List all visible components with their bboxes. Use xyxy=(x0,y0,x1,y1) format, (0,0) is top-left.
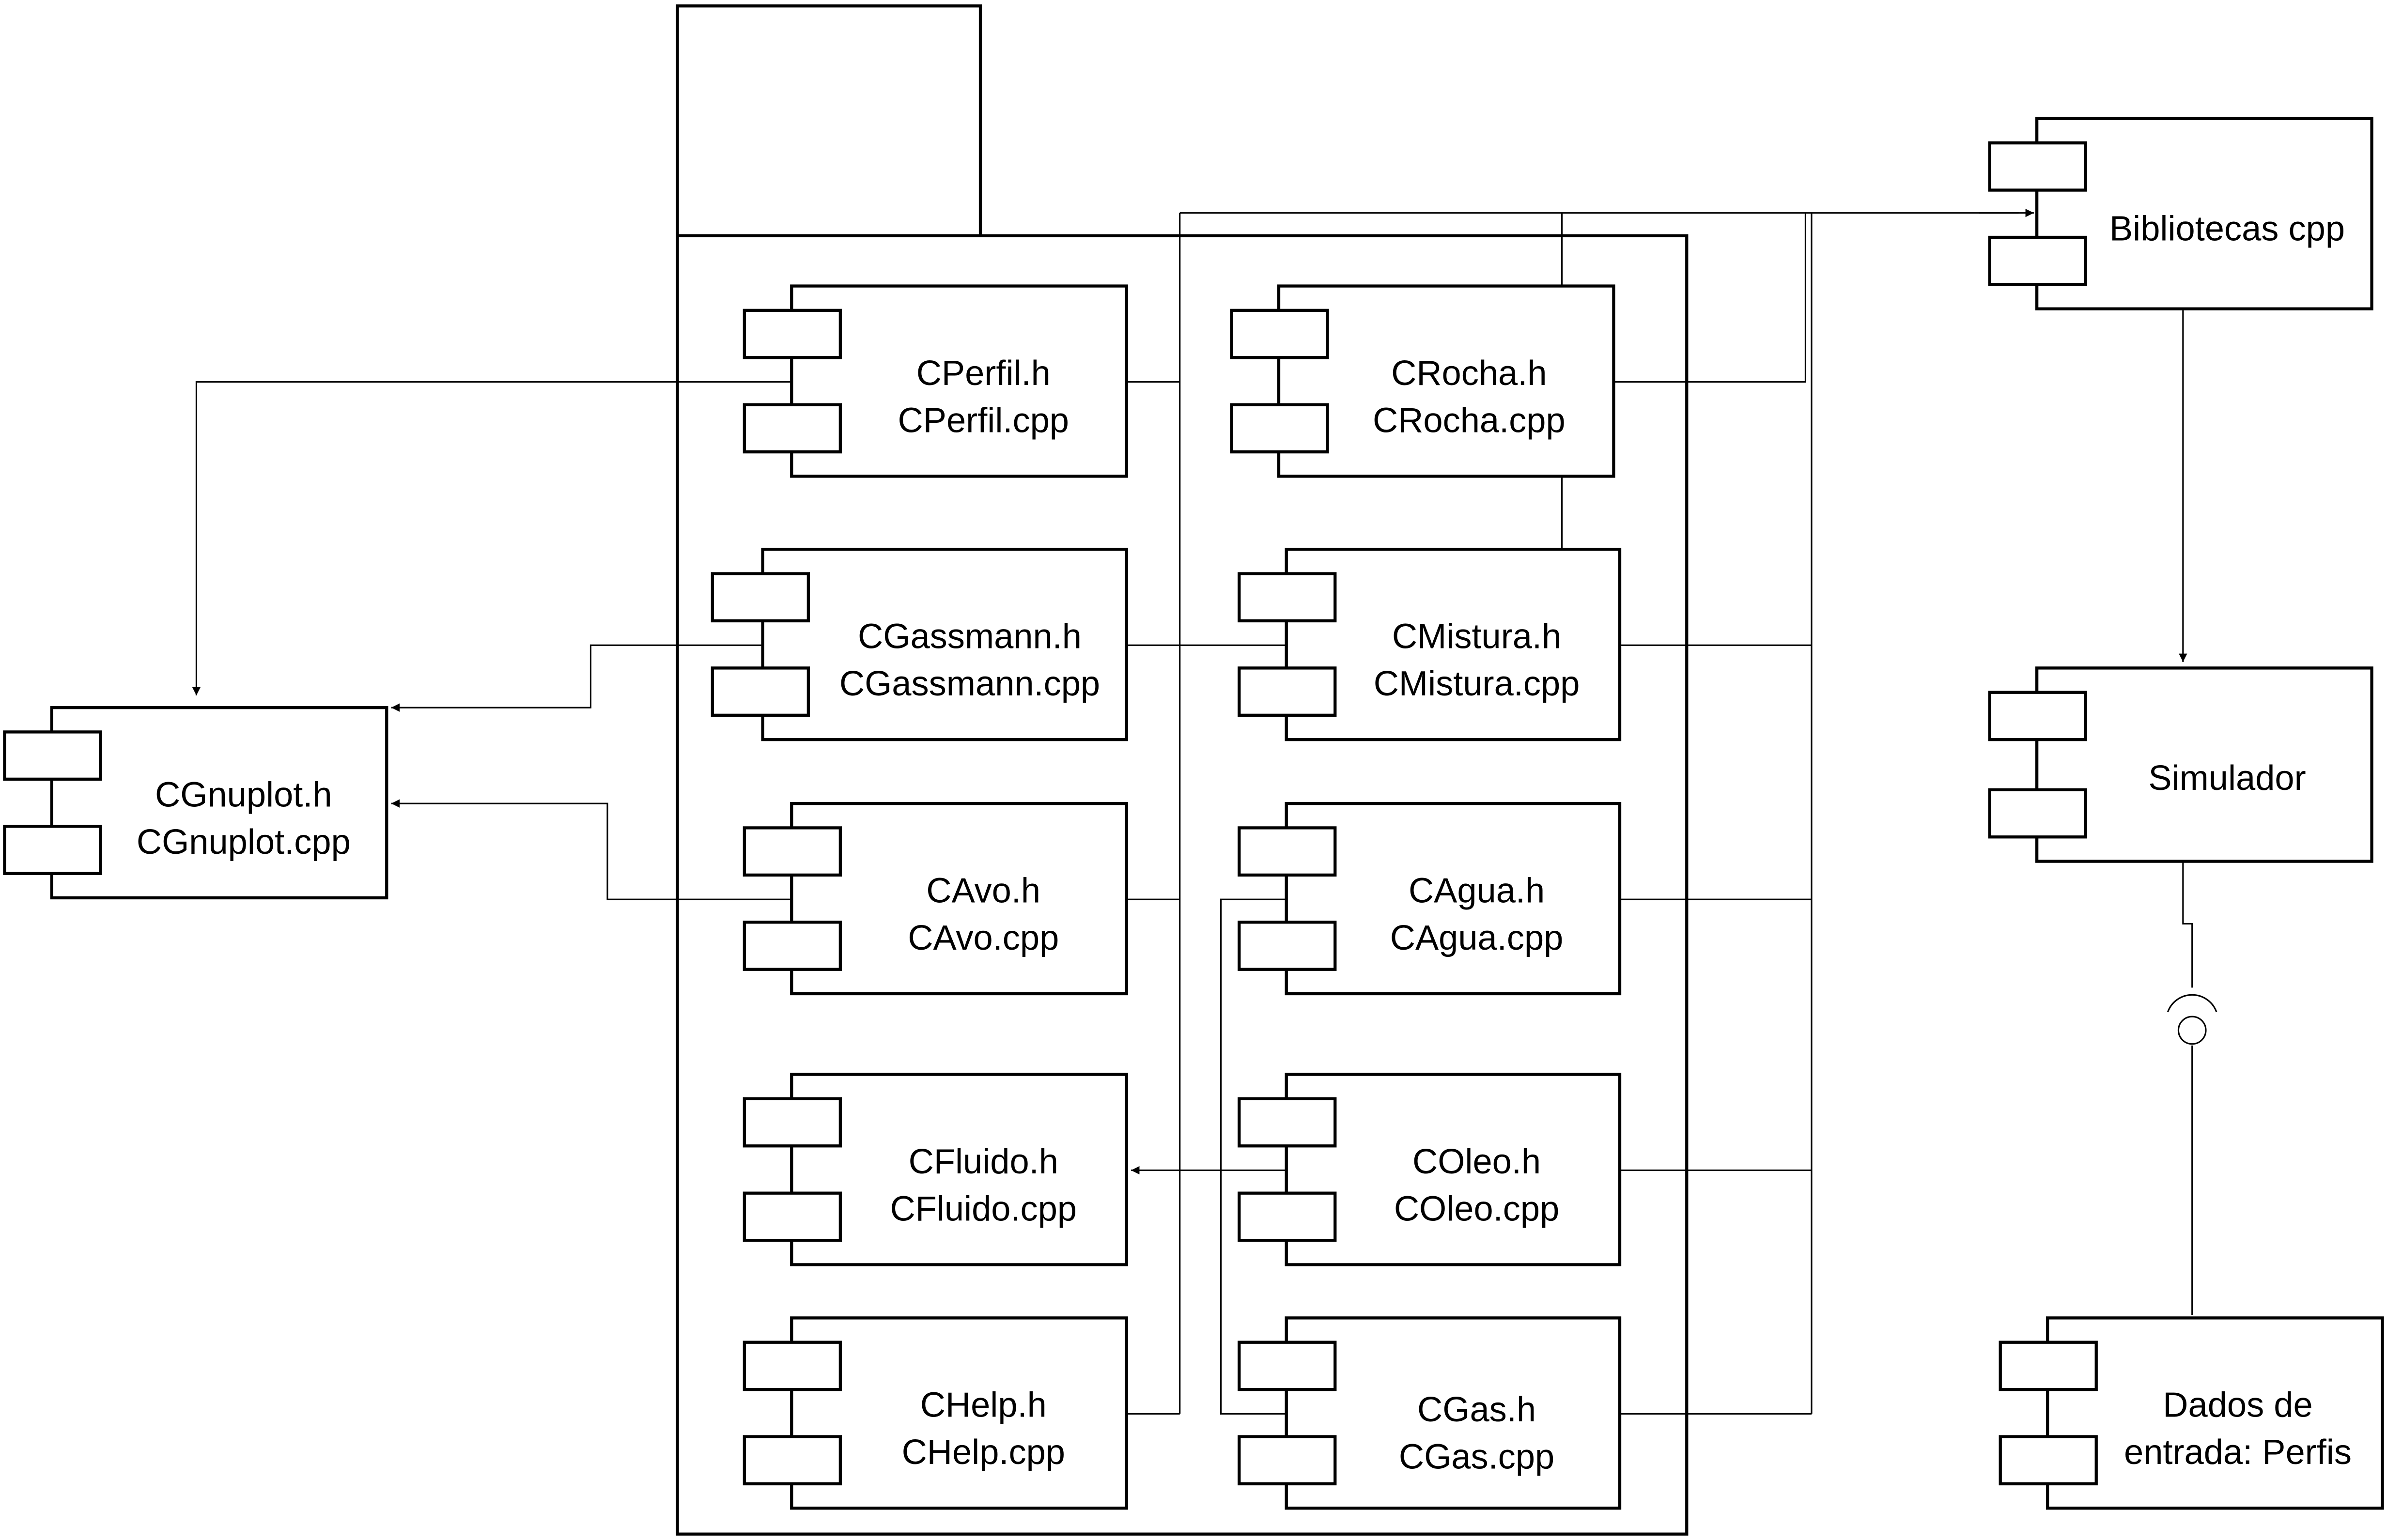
component-label: COleo.h xyxy=(1412,1142,1541,1181)
component-port-icon xyxy=(743,1340,842,1391)
component-port-icon xyxy=(711,666,810,717)
component-box xyxy=(2035,117,2373,310)
component-label: CAgua.cpp xyxy=(1390,919,1564,957)
component-label: CGassmann.cpp xyxy=(839,664,1100,703)
component-port-icon xyxy=(1238,1097,1337,1148)
component-label: CAvo.h xyxy=(926,871,1040,910)
component-port-icon xyxy=(711,572,810,623)
component-port-icon xyxy=(743,1435,842,1486)
simulador-interface-line xyxy=(2182,861,2193,988)
cperfil-to-cgnuplot xyxy=(192,381,792,695)
component-label: CGassmann.h xyxy=(858,617,1082,656)
package-tab xyxy=(676,4,982,238)
component-box xyxy=(790,1073,1128,1266)
component-label: CMistura.h xyxy=(1392,617,1561,656)
component-port-icon xyxy=(1238,921,1337,971)
component-bibliotecas[interactable]: Bibliotecas cpp xyxy=(1988,117,2373,310)
component-label: CGas.h xyxy=(1417,1390,1536,1429)
cavo-to-cgnuplot xyxy=(391,799,792,900)
component-box xyxy=(790,284,1128,478)
component-port-icon xyxy=(1238,826,1337,877)
component-box xyxy=(50,706,388,900)
component-label: CFluido.cpp xyxy=(890,1189,1077,1228)
component-port-icon xyxy=(3,730,102,781)
component-label: Dados de xyxy=(2163,1386,2312,1425)
component-port-icon xyxy=(1988,235,2087,286)
component-simulador[interactable]: Simulador xyxy=(1988,666,2373,863)
component-label: CRocha.cpp xyxy=(1373,401,1566,440)
component-label: CGas.cpp xyxy=(1399,1438,1554,1477)
component-dados[interactable]: Dados de entrada: Perfis xyxy=(1999,1316,2384,1510)
component-port-icon xyxy=(743,1097,842,1148)
component-port-icon xyxy=(3,825,102,875)
component-port-icon xyxy=(1230,403,1329,454)
component-port-icon xyxy=(1999,1435,2098,1486)
component-box xyxy=(2035,666,2373,863)
component-port-icon xyxy=(1238,666,1337,717)
component-label: CHelp.h xyxy=(920,1386,1047,1425)
component-port-icon xyxy=(1999,1340,2098,1391)
component-port-icon xyxy=(1238,572,1337,623)
component-box xyxy=(2046,1316,2384,1510)
component-port-icon xyxy=(1238,1340,1337,1391)
component-label: CGnuplot.cpp xyxy=(137,823,351,862)
cgassmann-to-cgnuplot xyxy=(391,644,761,712)
component-box xyxy=(790,1316,1128,1510)
component-label: CRocha.h xyxy=(1391,354,1547,393)
required-interface-socket xyxy=(2167,994,2217,1013)
component-port-icon xyxy=(1238,1191,1337,1242)
package xyxy=(676,4,1689,1536)
component-box xyxy=(790,802,1128,996)
component-box xyxy=(1277,284,1615,478)
component-port-icon xyxy=(743,1191,842,1242)
required-interface xyxy=(2167,994,2217,1045)
component-box xyxy=(1285,1073,1622,1266)
component-label: entrada: Perfis xyxy=(2124,1433,2352,1472)
component-box xyxy=(1285,1316,1622,1510)
provided-interface-ball xyxy=(2177,1016,2207,1045)
component-port-icon xyxy=(743,308,842,359)
component-port-icon xyxy=(743,826,842,877)
component-port-icon xyxy=(743,921,842,971)
component-port-icon xyxy=(1238,1435,1337,1486)
component-box xyxy=(1285,802,1622,996)
component-port-icon xyxy=(743,403,842,454)
component-label: CPerfil.h xyxy=(916,354,1051,393)
component-label: CAgua.h xyxy=(1409,871,1545,910)
crocha-bus-stub xyxy=(1613,213,1806,383)
component-port-icon xyxy=(1988,141,2087,192)
component-port-icon xyxy=(1988,691,2087,741)
component-label: CAvo.cpp xyxy=(908,919,1059,957)
component-label: CHelp.cpp xyxy=(902,1433,1065,1472)
component-port-icon xyxy=(1230,308,1329,359)
component-label: CPerfil.cpp xyxy=(898,401,1069,440)
component-label: CMistura.cpp xyxy=(1374,664,1580,703)
component-label: COleo.cpp xyxy=(1394,1189,1559,1228)
component-port-icon xyxy=(1988,788,2087,839)
cagua-cgas-to-cfluido xyxy=(1220,898,1286,1415)
component-label: Bibliotecas cpp xyxy=(2109,209,2345,248)
component-box xyxy=(1285,548,1622,741)
component-box xyxy=(761,548,1128,741)
component-label: CGnuplot.h xyxy=(155,775,332,814)
component-label: Simulador xyxy=(2148,759,2306,798)
component-label: CFluido.h xyxy=(909,1142,1058,1181)
